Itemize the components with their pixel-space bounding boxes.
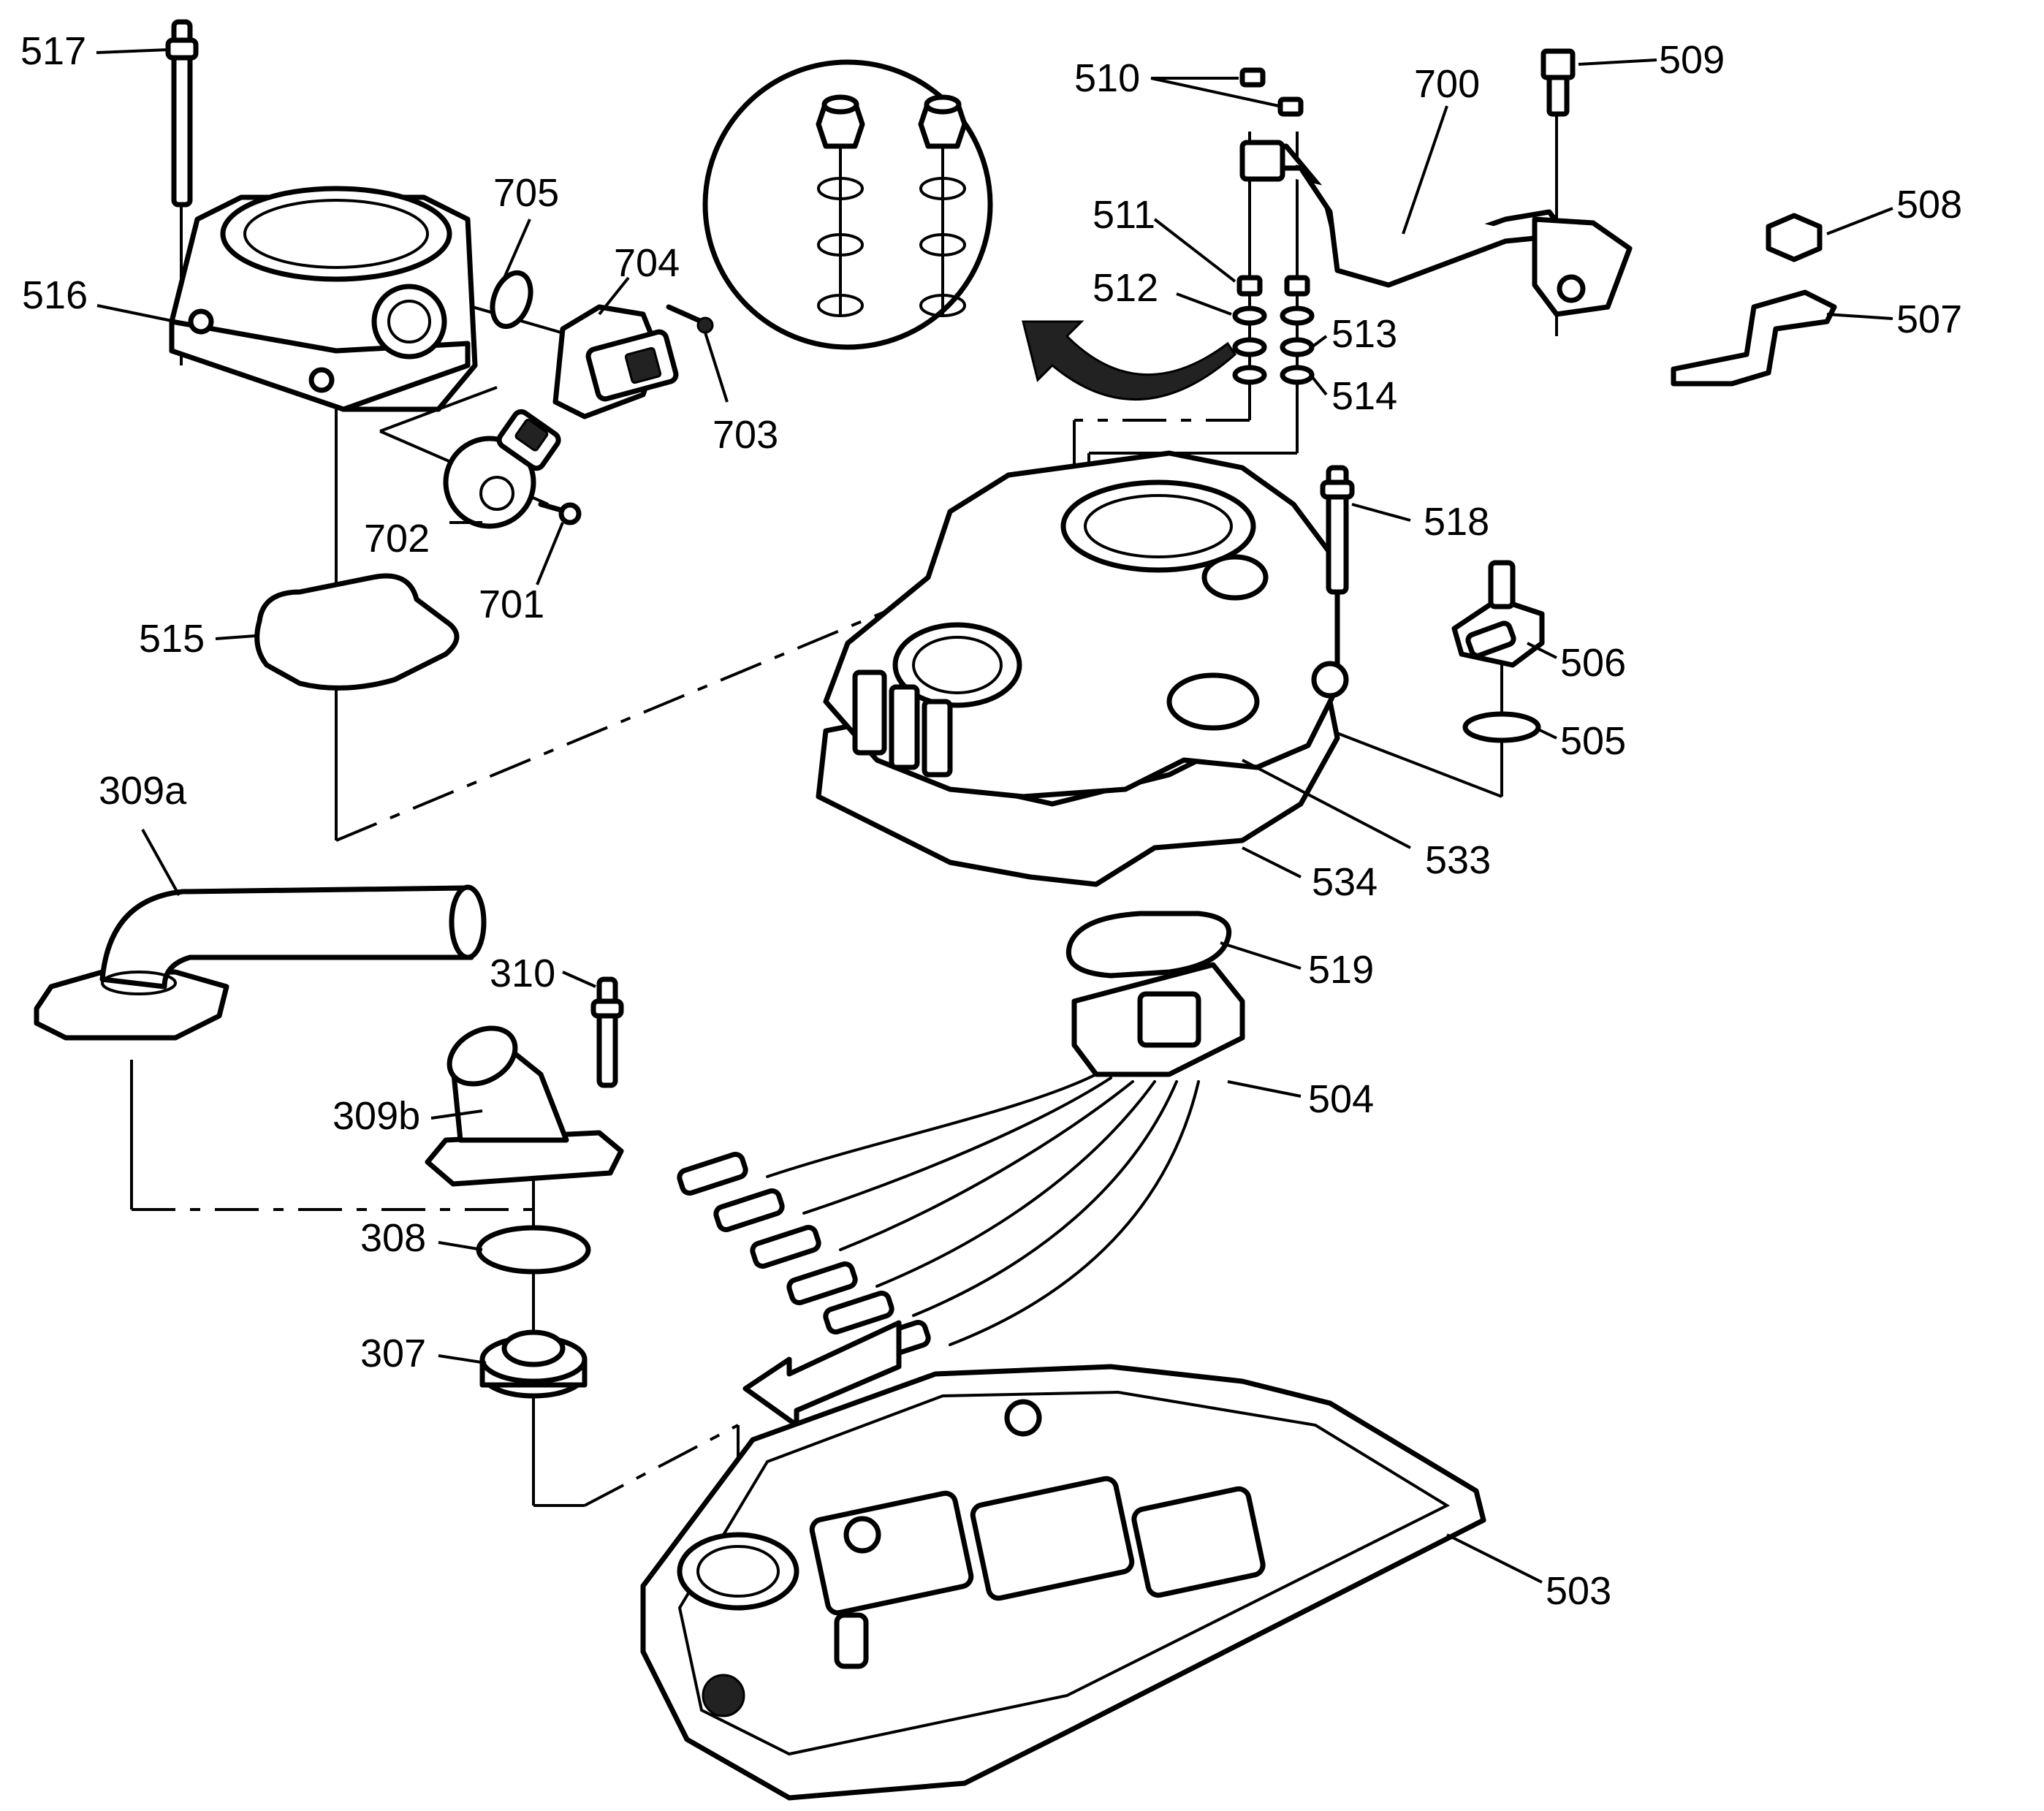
callout-508: 508 [1896, 183, 1962, 227]
fuel-injector-harness-icon [677, 962, 1245, 1364]
callout-704: 704 [614, 241, 680, 285]
throttle-position-sensor-icon [443, 409, 561, 529]
screw-703-icon [666, 304, 714, 334]
callout-309b: 309b [333, 1094, 420, 1138]
callout-512: 512 [1093, 266, 1158, 310]
fuel-line-assembly-icon [1239, 140, 1633, 317]
bolt-509-icon [1540, 48, 1576, 117]
screw-701-icon [538, 501, 582, 525]
washer-stack-left-icon [1232, 275, 1267, 385]
curved-arrow-icon [1022, 320, 1236, 400]
washer-stack-right-icon [1280, 275, 1315, 385]
callout-511: 511 [1093, 193, 1155, 237]
callout-307: 307 [360, 1332, 426, 1375]
gasket-519-icon [1065, 911, 1231, 979]
callout-519: 519 [1308, 948, 1374, 992]
callout-labels: 517 516 705 704 703 702 701 515 510 700 … [20, 29, 1962, 1613]
callout-513: 513 [1331, 312, 1397, 356]
callout-701: 701 [479, 582, 544, 626]
callout-308: 308 [360, 1216, 426, 1260]
callout-518: 518 [1424, 500, 1489, 544]
callout-509: 509 [1659, 38, 1725, 82]
throttle-body-gasket-icon [254, 573, 460, 691]
label-leaders [96, 48, 1893, 1584]
idle-air-control-valve-icon [552, 304, 679, 419]
stud-518-icon [1320, 465, 1355, 595]
nut-508-icon [1766, 213, 1823, 262]
callout-505: 505 [1560, 719, 1626, 763]
o-ring-705-icon [490, 270, 533, 330]
stud-517-icon [165, 19, 199, 208]
callout-514: 514 [1331, 374, 1397, 418]
stud-310-icon [590, 976, 624, 1088]
thermostat-307-icon [479, 1329, 588, 1399]
callout-507: 507 [1896, 297, 1962, 341]
o-ring-308-icon [476, 1225, 591, 1275]
water-pipe-309a-icon [34, 884, 487, 1041]
bracket-507-icon [1671, 289, 1837, 387]
sensor-506-icon [1451, 560, 1545, 668]
detail-inset-icon [702, 59, 993, 350]
callout-702: 702 [364, 517, 430, 561]
callout-510: 510 [1074, 56, 1140, 100]
nut-510-icon [1239, 67, 1304, 117]
callout-504: 504 [1308, 1077, 1374, 1121]
callout-506: 506 [1560, 641, 1626, 685]
callout-517: 517 [20, 29, 86, 73]
callout-705: 705 [493, 171, 559, 215]
water-outlet-309b-icon [425, 1025, 624, 1187]
callout-700: 700 [1414, 62, 1480, 106]
callout-533: 533 [1425, 838, 1491, 882]
callout-310: 310 [490, 952, 555, 995]
o-ring-505-icon [1462, 711, 1541, 743]
callout-503: 503 [1546, 1569, 1611, 1613]
callout-534: 534 [1312, 860, 1378, 904]
throttle-body-icon [169, 186, 478, 412]
callout-516: 516 [22, 273, 88, 317]
lower-intake-manifold-icon [640, 1364, 1486, 1801]
callout-309a: 309a [99, 769, 187, 813]
upper-intake-manifold-icon [823, 450, 1349, 800]
callout-515: 515 [139, 617, 205, 661]
callout-703: 703 [713, 413, 778, 457]
